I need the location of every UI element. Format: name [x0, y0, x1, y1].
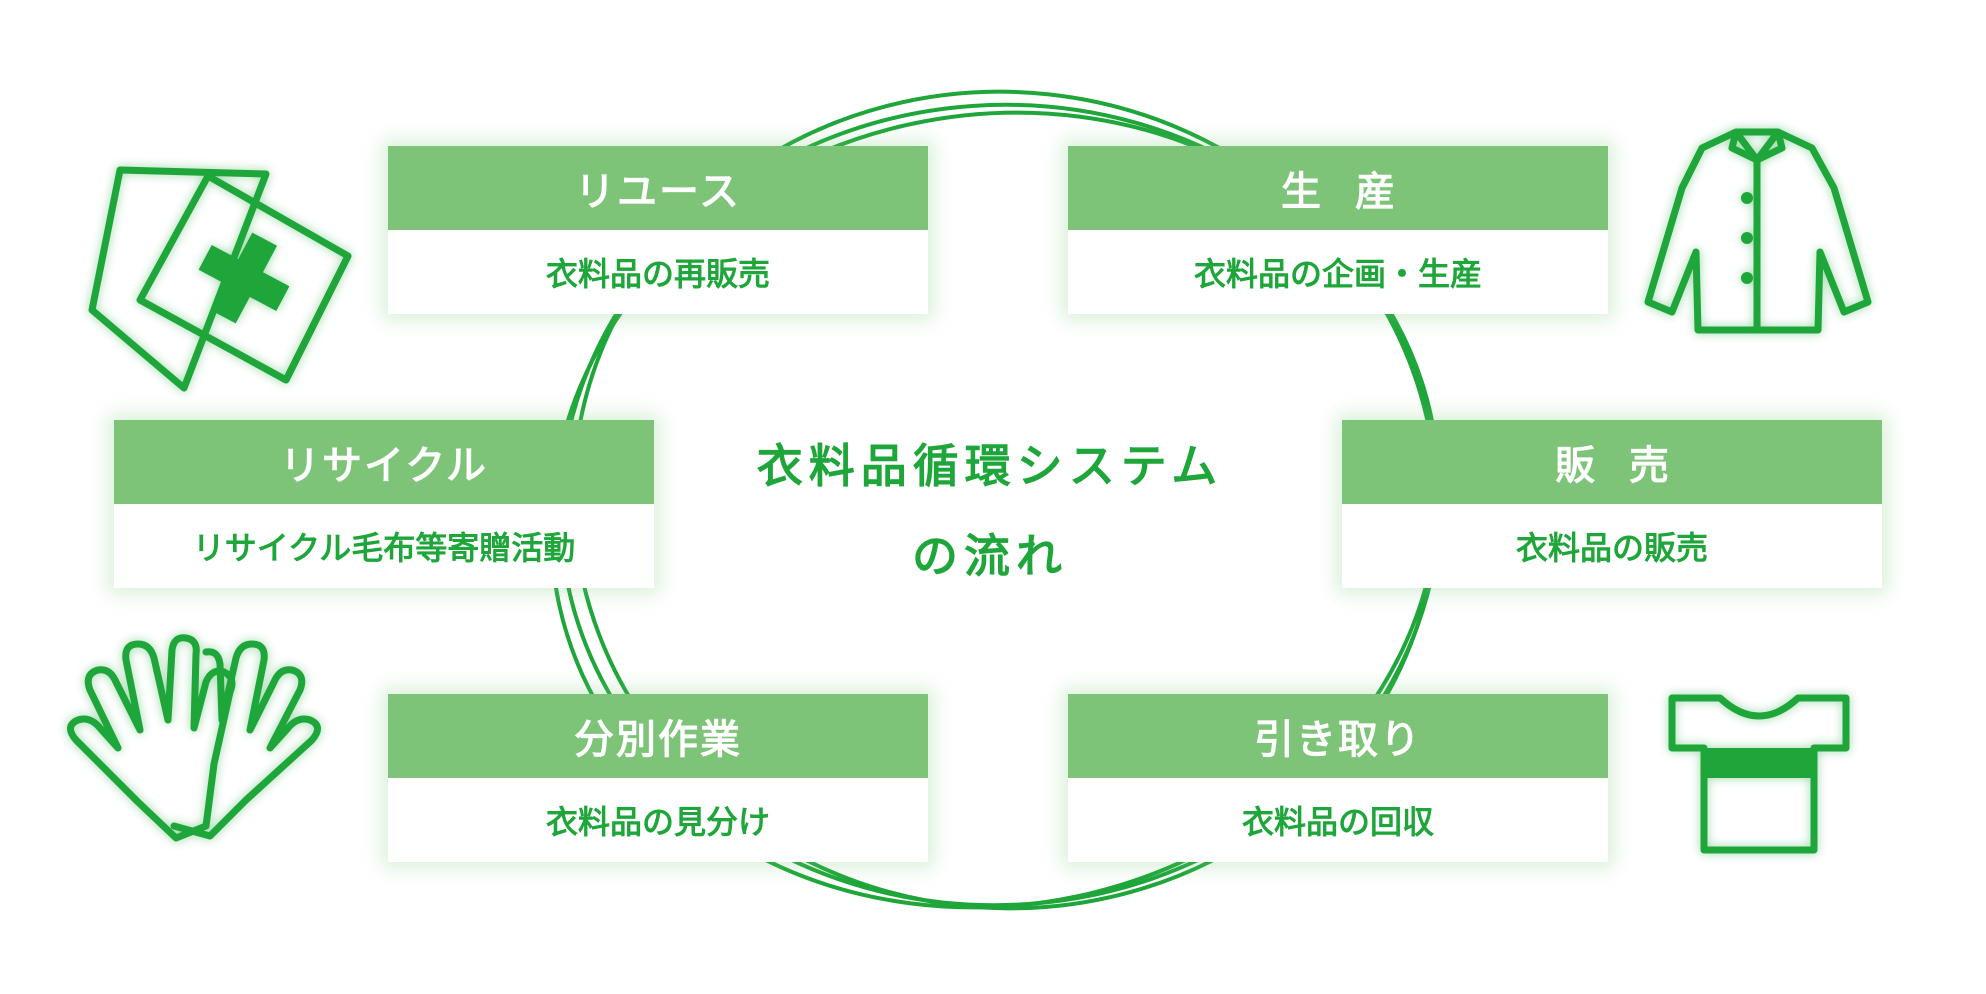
card-reuse-title: リユース: [388, 146, 928, 230]
card-sorting-title: 分別作業: [388, 694, 928, 778]
card-collection: 引き取り 衣料品の回収: [1068, 694, 1608, 862]
center-title-line2: の流れ: [912, 529, 1068, 583]
card-production-title: 生産: [1068, 146, 1608, 230]
card-sales-desc: 衣料品の販売: [1515, 529, 1708, 567]
card-sales-title: 販売: [1342, 420, 1882, 504]
card-collection-desc: 衣料品の回収: [1241, 803, 1434, 841]
card-sales: 販売 衣料品の販売: [1342, 420, 1882, 588]
card-reuse-desc: 衣料品の再販売: [545, 255, 770, 293]
card-recycle-desc: リサイクル毛布等寄贈活動: [192, 529, 576, 567]
shirt-icon: [1632, 120, 1882, 344]
card-reuse: リユース 衣料品の再販売: [388, 146, 928, 314]
center-title-line1: 衣料品循環システム: [756, 439, 1224, 493]
gloves-icon: [56, 630, 336, 854]
loop-3: [549, 110, 1441, 910]
card-production-desc: 衣料品の企画・生産: [1193, 255, 1482, 293]
card-collection-title: 引き取り: [1068, 694, 1608, 778]
card-recycle: リサイクル リサイクル毛布等寄贈活動: [114, 420, 654, 588]
blanket-icon: [86, 160, 356, 404]
card-production: 生産 衣料品の企画・生産: [1068, 146, 1608, 314]
card-sorting: 分別作業 衣料品の見分け: [388, 694, 928, 862]
card-sorting-desc: 衣料品の見分け: [545, 803, 770, 841]
tshirt-icon: [1664, 690, 1854, 874]
card-recycle-title: リサイクル: [114, 420, 654, 504]
